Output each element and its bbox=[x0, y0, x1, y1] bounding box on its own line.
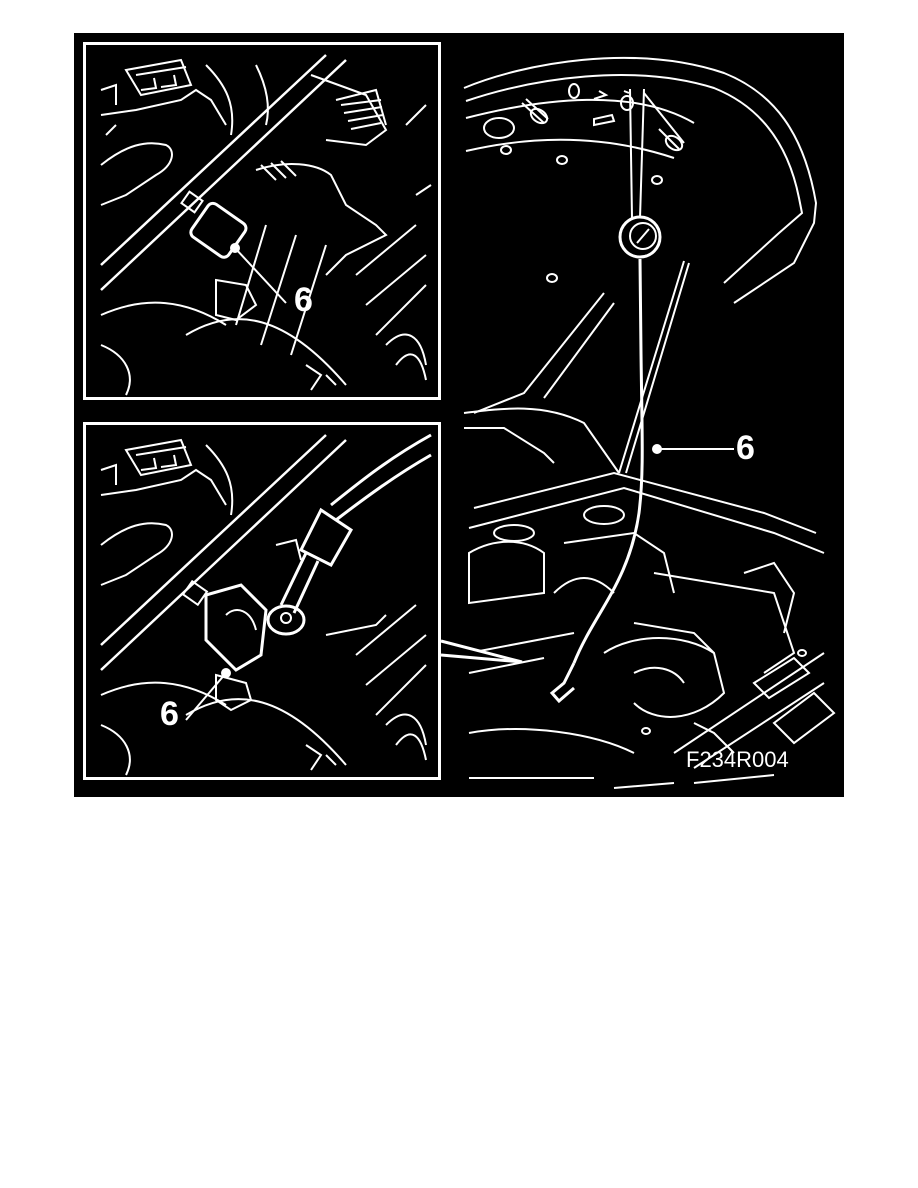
engine-bay-illustration bbox=[440, 56, 836, 789]
detail-inset-top: 6 bbox=[83, 42, 441, 400]
figure-code: F234R004 bbox=[686, 747, 789, 772]
fitting-detail-illustration bbox=[100, 54, 432, 396]
callout-number-bottom-inset: 6 bbox=[160, 695, 179, 733]
callout-number-top-inset: 6 bbox=[294, 281, 313, 319]
detail-inset-bottom: 6 bbox=[83, 422, 441, 780]
callout-number-main: 6 bbox=[736, 429, 755, 467]
gauge-connection-illustration bbox=[100, 433, 432, 776]
diagram-figure: 6 F234R004 bbox=[74, 33, 844, 797]
